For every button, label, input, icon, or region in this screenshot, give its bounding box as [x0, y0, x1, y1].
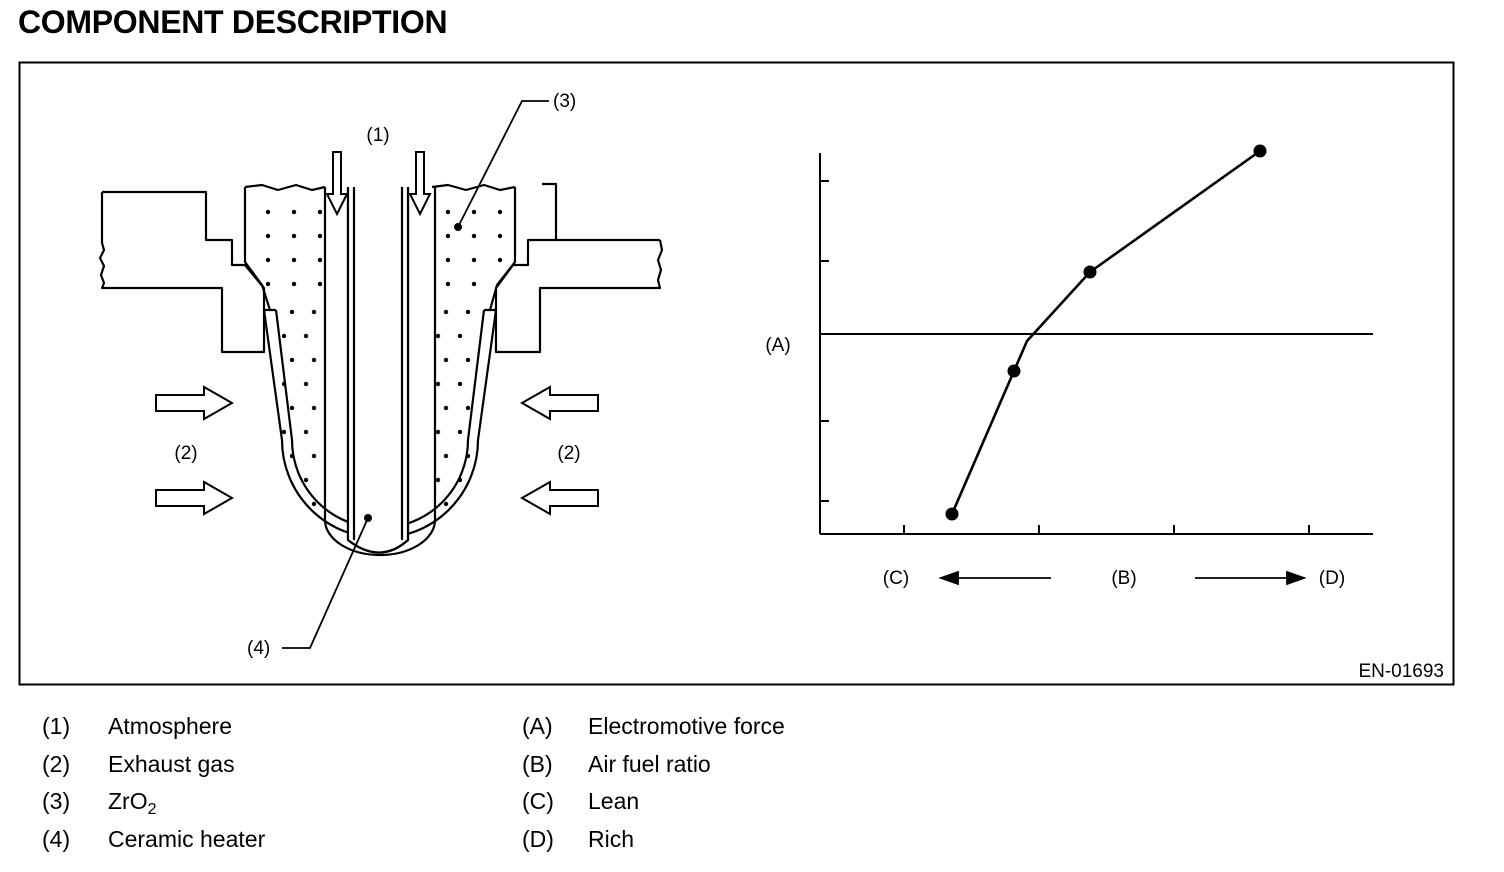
- callout-atmosphere: (1): [366, 125, 389, 146]
- pipe-wall-left: [98, 190, 266, 354]
- broken-top-edge: [244, 183, 516, 192]
- legend-text: ZrO2: [108, 788, 157, 818]
- legend-item-lean: (C) Lean: [522, 783, 785, 821]
- legend-item-zro2: (3) ZrO2: [42, 783, 265, 821]
- rich-arrow: [1195, 570, 1307, 586]
- figure-border: [18, 61, 1455, 686]
- y-ticks: [820, 180, 829, 502]
- leader-lines: [282, 100, 549, 649]
- legend-right: (A) Electromotive force (B) Air fuel rat…: [522, 708, 785, 858]
- legend-item-rich: (D) Rich: [522, 821, 785, 859]
- oxygen-sensor-figure: (1) (2) (2) (3) (4) (A) (C) (B) (D): [18, 61, 1455, 686]
- legend-item-ceramic-heater: (4) Ceramic heater: [42, 821, 265, 859]
- legend-item-air-fuel-ratio: (B) Air fuel ratio: [522, 746, 785, 784]
- data-point: [945, 507, 959, 521]
- legend-code: (A): [522, 713, 553, 739]
- legend-code: (2): [42, 750, 71, 777]
- legend-text: Electromotive force: [588, 713, 785, 739]
- zirconia-element: [323, 187, 437, 557]
- zro2-pointer-dot: [454, 223, 462, 231]
- air-fuel-ratio-label: (B): [1111, 568, 1136, 589]
- callout-exhaust-right: (2): [557, 443, 580, 464]
- legend-code: (3): [42, 788, 71, 814]
- legend-code: (C): [522, 788, 554, 814]
- data-point: [1253, 144, 1267, 158]
- callout-heater: (4): [247, 638, 270, 659]
- data-point: [1007, 364, 1021, 378]
- lean-label: (C): [883, 568, 909, 589]
- legend-code: (D): [522, 825, 554, 852]
- pipe-wall-right: [494, 182, 664, 354]
- figure-id: EN-01693: [1358, 661, 1444, 682]
- legend-code: (1): [42, 713, 71, 739]
- y-axis-label: (A): [765, 335, 790, 356]
- porous-dots: [265, 209, 503, 287]
- legend-item-atmosphere: (1) Atmosphere: [42, 708, 265, 746]
- callout-zro2: (3): [553, 91, 576, 112]
- callout-exhaust-left: (2): [174, 443, 197, 464]
- legend-text: Rich: [588, 825, 635, 852]
- legend-item-exhaust-gas: (2) Exhaust gas: [42, 746, 265, 784]
- legend-item-electromotive-force: (A) Electromotive force: [522, 708, 785, 746]
- sensor-body: [243, 187, 272, 311]
- legend-text: Exhaust gas: [108, 750, 235, 777]
- legend-left: (1) Atmosphere (2) Exhaust gas (3) ZrO2 …: [42, 708, 265, 858]
- rich-label: (D): [1319, 568, 1345, 589]
- heater-pointer-dot: [364, 514, 372, 522]
- legend-text: Ceramic heater: [108, 825, 266, 852]
- emf-graph: (A) (C) (B) (D): [765, 144, 1373, 589]
- curve-points: [945, 144, 1267, 521]
- emf-curve: [950, 149, 1261, 515]
- figure-frame: (1) (2) (2) (3) (4) (A) (C) (B) (D): [18, 61, 1455, 686]
- legend-code: (B): [522, 750, 553, 777]
- lean-arrow: [938, 570, 1051, 586]
- data-point: [1083, 265, 1097, 279]
- legend-text: Atmosphere: [108, 713, 233, 739]
- x-ticks: [903, 525, 1310, 534]
- legend-code: (4): [42, 825, 71, 852]
- legend-text: Air fuel ratio: [588, 750, 711, 777]
- legend-text: Lean: [588, 788, 640, 814]
- page-title: COMPONENT DESCRIPTION: [18, 4, 448, 40]
